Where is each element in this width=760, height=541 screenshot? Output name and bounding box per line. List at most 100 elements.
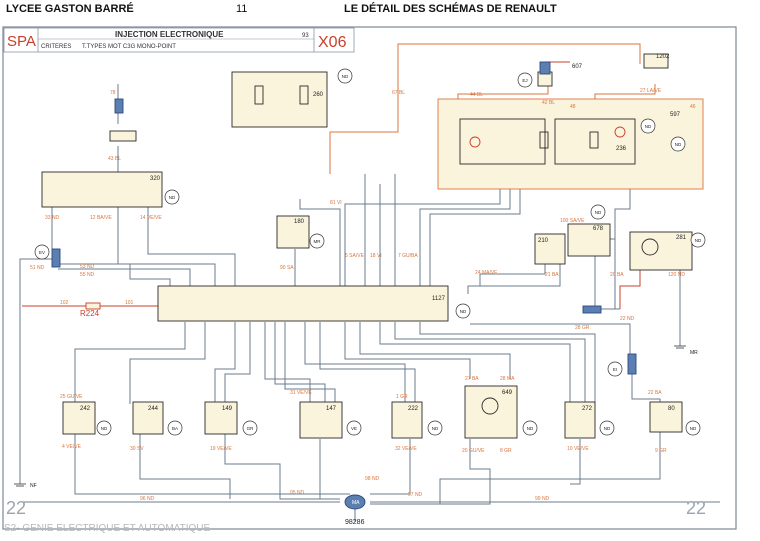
svg-text:90 SA: 90 SA: [280, 265, 294, 271]
svg-text:ND: ND: [595, 210, 602, 215]
svg-text:ND: ND: [695, 238, 702, 243]
svg-text:ND: ND: [101, 426, 108, 431]
svg-text:EV: EV: [39, 250, 45, 255]
svg-text:20 BA: 20 BA: [610, 272, 624, 278]
svg-text:5 SA/VE: 5 SA/VE: [345, 253, 365, 259]
page-number: 11: [236, 3, 248, 15]
svg-text:96 ND: 96 ND: [140, 496, 155, 502]
ground-symbols: [14, 345, 686, 487]
svg-text:EI: EI: [613, 367, 617, 372]
component-147: [299, 401, 343, 439]
svg-text:28 MA: 28 MA: [500, 376, 515, 382]
component-320: [41, 171, 163, 208]
svg-text:42 BL: 42 BL: [542, 100, 555, 106]
title-block: SPA INJECTION ELECTRONIQUE CRITERES T.TY…: [3, 27, 355, 53]
svg-text:BA: BA: [172, 426, 178, 431]
ground-label-nf: NF: [30, 483, 37, 489]
school-name: LYCEE GASTON BARRÉ: [6, 3, 134, 15]
svg-text:32 VE/VE: 32 VE/VE: [395, 446, 417, 452]
corner-number-left: 22: [6, 498, 26, 518]
svg-text:ND: ND: [460, 309, 467, 314]
component-180: [276, 215, 310, 249]
svg-text:20 GU/VE: 20 GU/VE: [462, 448, 485, 454]
course-footer: S2- GENIE ELECTRIQUE ET AUTOMATIQUE: [4, 523, 211, 534]
label-260: 260: [313, 92, 324, 98]
component-272: [564, 401, 596, 439]
label-244: 244: [148, 406, 159, 412]
wiring-diagram: SPA INJECTION ELECTRONIQUE CRITERES T.TY…: [2, 26, 737, 530]
svg-text:ND: ND: [342, 74, 349, 79]
connector-ev: [51, 248, 61, 268]
component-149: [204, 401, 238, 435]
svg-text:33 ND: 33 ND: [45, 215, 60, 221]
label-180: 180: [294, 219, 305, 225]
label-678: 678: [593, 226, 604, 232]
svg-text:ND: ND: [169, 195, 176, 200]
label-272: 272: [582, 406, 593, 412]
wiring-diagram-sheet: SPA INJECTION ELECTRONIQUE CRITERES T.TY…: [0, 24, 760, 536]
svg-text:18 VI: 18 VI: [370, 253, 382, 259]
svg-text:27 LA/VE: 27 LA/VE: [640, 88, 662, 94]
label-147: 147: [326, 406, 337, 412]
label-236: 236: [616, 146, 627, 152]
svg-text:MR: MR: [314, 239, 322, 244]
component-678: [567, 223, 611, 257]
components: [41, 53, 704, 510]
svg-text:30 SV: 30 SV: [130, 446, 144, 452]
svg-text:44 BL: 44 BL: [470, 92, 483, 98]
svg-text:102: 102: [60, 300, 69, 306]
label-80: 80: [668, 406, 675, 412]
svg-text:120 ND: 120 ND: [668, 272, 685, 278]
svg-text:4 VE/VE: 4 VE/VE: [62, 444, 82, 450]
svg-text:22 ND: 22 ND: [620, 316, 635, 322]
label-210: 210: [538, 238, 549, 244]
svg-text:101: 101: [125, 300, 134, 306]
ground-label-mr: MR: [690, 350, 698, 356]
svg-text:99 ND: 99 ND: [535, 496, 550, 502]
diagram-code: X06: [318, 34, 347, 51]
svg-text:46: 46: [690, 104, 696, 110]
label-281: 281: [676, 235, 687, 241]
svg-text:ND: ND: [675, 142, 682, 147]
svg-text:EJ: EJ: [522, 78, 527, 83]
svg-text:14 VE/VE: 14 VE/VE: [140, 215, 162, 221]
svg-text:51 ND: 51 ND: [30, 265, 45, 271]
svg-text:19 VE/VE: 19 VE/VE: [210, 446, 232, 452]
svg-text:ND: ND: [645, 124, 652, 129]
label-1127: 1127: [432, 296, 446, 302]
drawing-number: 98286: [345, 519, 365, 526]
svg-text:12 BA/VE: 12 BA/VE: [90, 215, 112, 221]
chapter-title: LE DÉTAIL DES SCHÉMAS DE RENAULT: [344, 3, 557, 15]
svg-text:25 GU/VE: 25 GU/VE: [60, 394, 83, 400]
svg-text:ND: ND: [432, 426, 439, 431]
svg-text:27 BA: 27 BA: [465, 376, 479, 382]
location-badges: [34, 68, 706, 436]
svg-text:8 GR: 8 GR: [500, 448, 512, 454]
fuse-1202: [643, 53, 669, 69]
connector-ma: [344, 494, 366, 510]
label-320: 320: [150, 176, 161, 182]
component-242: [62, 401, 96, 435]
component-1127: [157, 285, 449, 322]
svg-text:55 ND: 55 ND: [80, 272, 95, 278]
svg-text:53 ND: 53 ND: [80, 264, 95, 270]
svg-text:ND: ND: [527, 426, 534, 431]
svg-text:78: 78: [110, 90, 116, 96]
svg-text:43 BL: 43 BL: [108, 156, 121, 162]
svg-text:9 GR: 9 GR: [655, 448, 667, 454]
fuse-78: [114, 98, 124, 114]
fuse-r203: [109, 130, 137, 142]
label-242: 242: [80, 406, 91, 412]
svg-text:95 ND: 95 ND: [290, 490, 305, 496]
svg-text:48: 48: [570, 104, 576, 110]
page-header: LYCEE GASTON BARRÉ 11 LE DÉTAIL DES SCHÉ…: [0, 0, 760, 24]
wire-labels: 67 BL 44 BL 42 BL 27 LA/VE 48 46 78 43 B…: [30, 88, 696, 502]
spa-label: SPA: [7, 33, 36, 50]
component-281: [629, 231, 693, 271]
svg-text:ND: ND: [604, 426, 611, 431]
svg-text:97 ND: 97 ND: [408, 492, 423, 498]
svg-text:81 VI: 81 VI: [330, 200, 342, 206]
svg-text:ND: ND: [690, 426, 697, 431]
label-149: 149: [222, 406, 233, 412]
component-649: [464, 385, 518, 439]
